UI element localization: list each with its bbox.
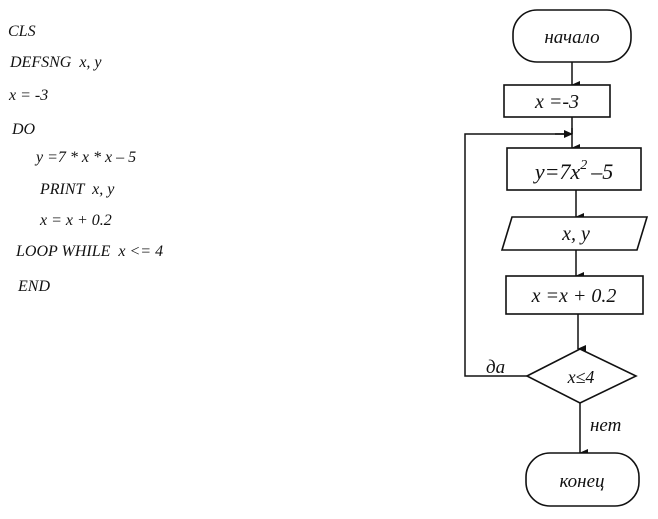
code-line-loop-while: LOOP WHILE x <= 4 bbox=[16, 243, 164, 260]
output-label: x, y bbox=[561, 223, 590, 245]
condition-decision bbox=[525, 348, 638, 404]
compute-process-box bbox=[506, 147, 642, 191]
compute-label-main: y=7x bbox=[533, 159, 581, 184]
program-listing: CLS DEFSNG x, y x = -3 DO y =7 * x * x –… bbox=[0, 0, 330, 330]
compute-label-tail: –5 bbox=[590, 159, 613, 184]
compute-label-power: 2 bbox=[580, 158, 587, 173]
compute-label: y=7x2–5 bbox=[533, 158, 613, 184]
init-process-box bbox=[503, 84, 611, 118]
end-terminator bbox=[525, 452, 640, 507]
end-label: конец bbox=[559, 471, 604, 492]
code-line-do: DO bbox=[12, 121, 36, 138]
condition-label: x≤4 bbox=[567, 367, 595, 387]
code-line-increment: x = x + 0.2 bbox=[40, 212, 112, 229]
code-line-print: PRINT x, y bbox=[40, 181, 115, 198]
no-branch-label: нет bbox=[590, 415, 621, 436]
start-label: начало bbox=[544, 27, 599, 48]
code-line-end: END bbox=[18, 278, 50, 295]
loop-back-line bbox=[464, 133, 572, 377]
code-line-defsng: DEFSNG x, y bbox=[10, 54, 102, 71]
increment-label: x =x + 0.2 bbox=[531, 285, 617, 307]
increment-process-box bbox=[505, 275, 644, 315]
code-line-compute: y =7 * x * x – 5 bbox=[36, 149, 137, 166]
code-line-cls: CLS bbox=[8, 23, 36, 40]
output-data-box bbox=[500, 216, 649, 251]
code-line-init: x = -3 bbox=[9, 87, 49, 104]
init-label: x =-3 bbox=[534, 91, 579, 113]
yes-branch-label: да bbox=[486, 357, 505, 378]
